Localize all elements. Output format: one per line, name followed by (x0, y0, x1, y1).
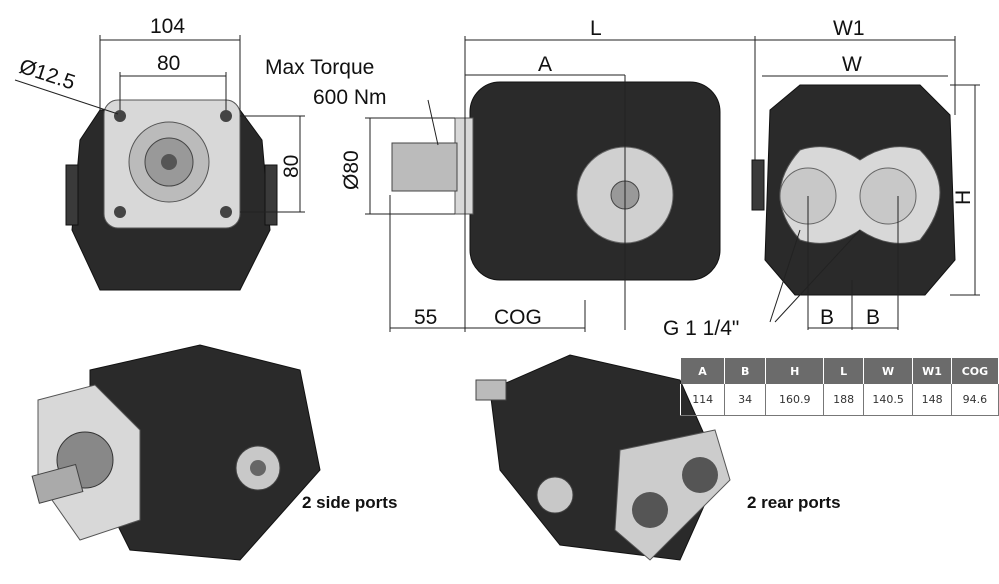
dim-hole-diameter: Ø12.5 (16, 55, 78, 95)
value-w1: 148 (912, 384, 952, 416)
header-w1: W1 (912, 358, 952, 384)
dim-b-right: B (866, 306, 880, 329)
caption-rear-ports: 2 rear ports (747, 493, 841, 512)
spec-table-row: 114 34 160.9 188 140.5 148 94.6 (679, 384, 999, 416)
value-h: 160.9 (765, 384, 825, 416)
header-b: B (724, 358, 766, 384)
dim-h: H (952, 190, 975, 205)
value-b: 34 (724, 384, 766, 416)
spec-table-header: A B H L W W1 COG (680, 358, 999, 384)
dim-cog: COG (494, 306, 542, 329)
dim-l: L (590, 17, 602, 40)
dim-55: 55 (414, 306, 437, 329)
value-a: 114 (679, 384, 726, 416)
header-w: W (863, 358, 914, 384)
value-l: 188 (823, 384, 864, 416)
dim-w1: W1 (833, 17, 865, 40)
max-torque-label: Max Torque (265, 56, 374, 79)
dim-80-width: 80 (157, 52, 180, 75)
spec-table: A B H L W W1 COG 114 34 160.9 188 140.5 … (679, 358, 999, 416)
side-ports-render (31, 344, 321, 561)
value-cog: 94.6 (951, 384, 999, 416)
header-h: H (765, 358, 825, 384)
rear-view: W1 W H G 1 1/4" B B (663, 17, 980, 340)
dim-80-height: 80 (280, 155, 303, 178)
caption-side-ports: 2 side ports (302, 493, 397, 512)
front-view: 104 80 Ø12.5 80 (14, 15, 305, 291)
header-l: L (823, 358, 864, 384)
rear-ports-render (475, 354, 731, 561)
dim-b-left: B (820, 306, 834, 329)
header-a: A (680, 358, 726, 384)
dim-104: 104 (150, 15, 185, 38)
side-view: Max Torque 600 Nm Ø80 L A 55 COG (265, 17, 755, 332)
value-w: 140.5 (863, 384, 914, 416)
dim-a: A (538, 53, 552, 76)
dim-shaft-diameter: Ø80 (340, 150, 363, 190)
dim-w: W (842, 53, 862, 76)
header-cog: COG (951, 358, 999, 384)
max-torque-value: 600 Nm (313, 86, 387, 109)
port-thread-label: G 1 1/4" (663, 317, 739, 340)
